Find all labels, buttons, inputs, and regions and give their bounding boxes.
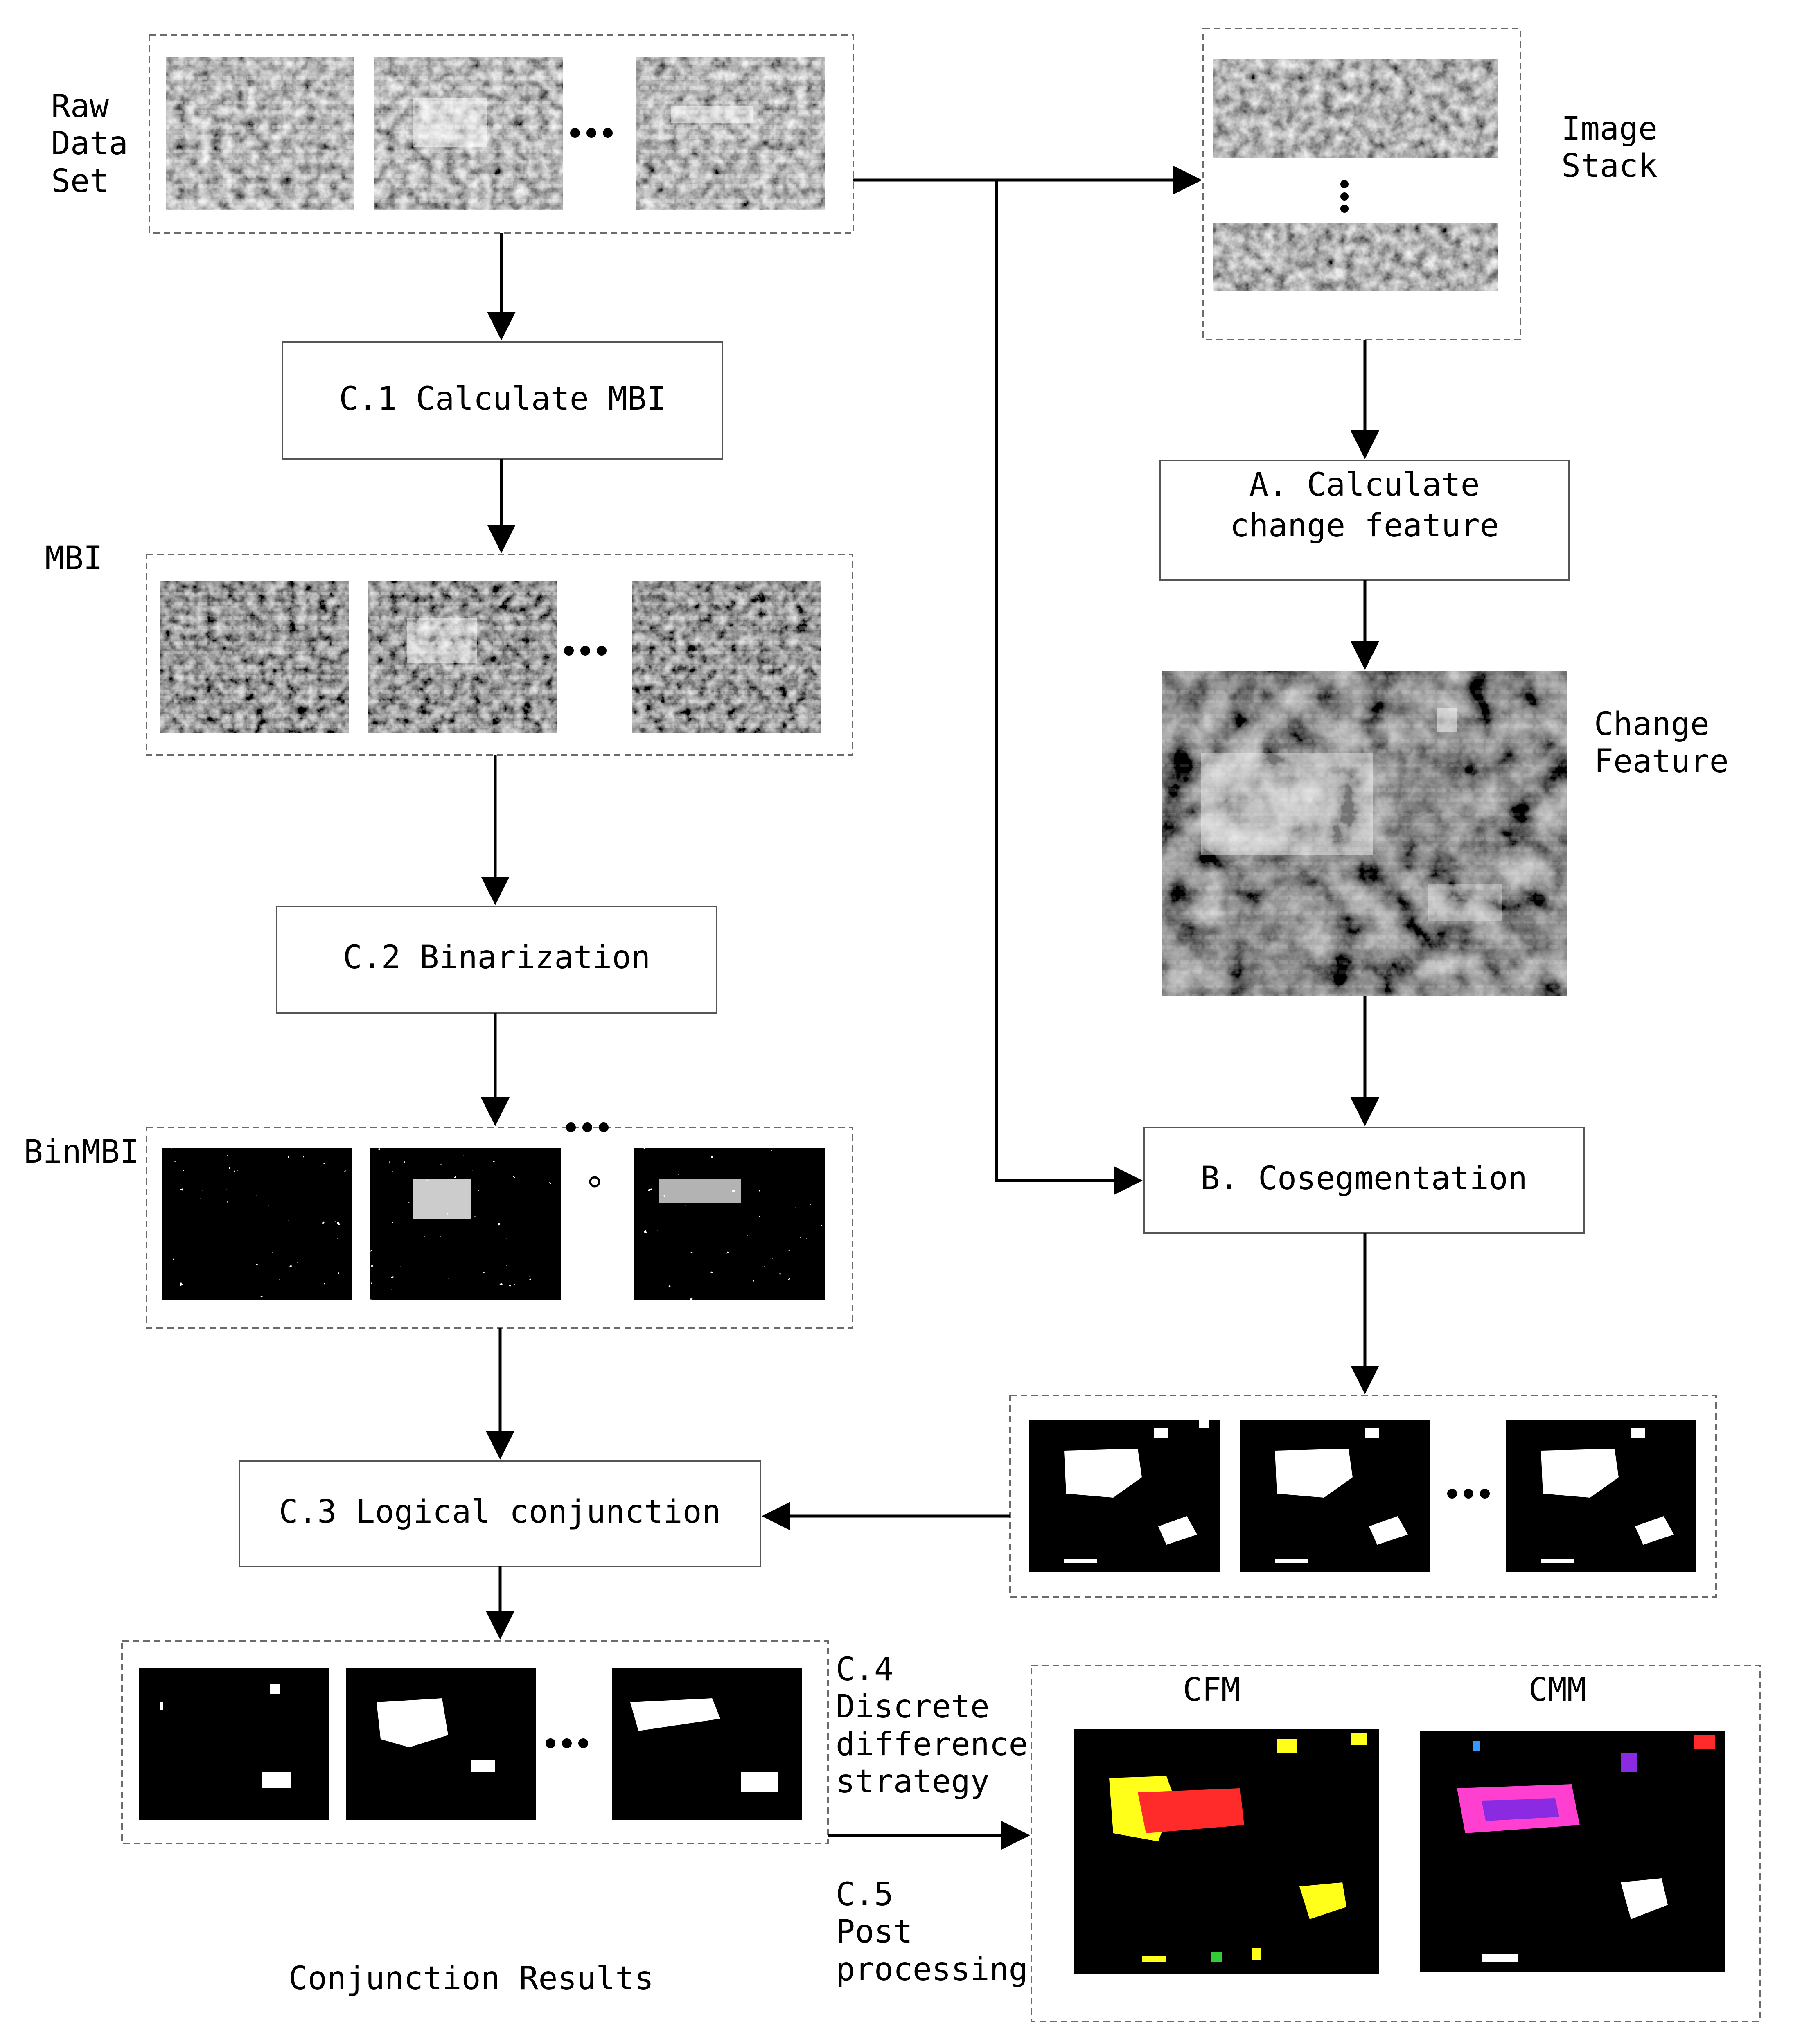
c1-box — [282, 341, 723, 460]
coseg-results-container — [1009, 1395, 1717, 1598]
mbi-label: MBI — [45, 540, 103, 577]
raw-data-set-label: Raw Data Set — [51, 88, 128, 200]
three-dots-icon — [546, 1738, 588, 1748]
c2-label: C.2 Binarization — [343, 939, 651, 976]
conjunction-results-label: Conjunction Results — [289, 1960, 654, 1997]
cfm-label: CFM — [1183, 1672, 1240, 1708]
c3-box — [239, 1460, 761, 1567]
conjunction-thumbnails — [139, 1668, 802, 1820]
small-circle-icon — [589, 1176, 600, 1188]
arrow-raw-to-coseg — [995, 180, 1143, 1195]
binmbi-thumbnails — [162, 1148, 825, 1300]
cmm-label: CMM — [1529, 1672, 1586, 1708]
raw-data-container — [149, 34, 854, 234]
image-stack-container — [1202, 28, 1521, 340]
b-box — [1143, 1127, 1585, 1234]
mbi-container — [146, 554, 853, 756]
maps-container — [1031, 1665, 1761, 2022]
mbi-thumbnails — [160, 581, 821, 733]
c2-box — [276, 906, 717, 1014]
a-box — [1159, 460, 1570, 581]
c1-label: C.1 Calculate MBI — [339, 381, 666, 417]
binmbi-label: BinMBI — [24, 1134, 139, 1170]
c3-label: C.3 Logical conjunction — [279, 1494, 721, 1530]
b-label: B. Cosegmentation — [1200, 1160, 1527, 1197]
image-stack-layers — [1213, 59, 1498, 291]
raw-thumbnails — [166, 57, 825, 210]
change-feature-label: Change Feature — [1594, 706, 1729, 780]
three-dots-icon — [570, 128, 613, 138]
coseg-thumbnails — [1029, 1420, 1696, 1572]
conjunction-results-container — [121, 1640, 829, 1844]
image-stack-label: Image Stack — [1561, 110, 1658, 185]
cmm-map — [1420, 1731, 1725, 1972]
three-dots-icon — [1447, 1489, 1490, 1499]
c5-label: C.5 Post processing — [836, 1876, 1028, 1988]
vertical-dots-icon — [1340, 180, 1349, 213]
c4-label: C.4 Discrete difference strategy — [836, 1651, 1028, 1800]
a-label-line2: change feature — [1230, 507, 1499, 544]
change-feature-image — [1162, 671, 1567, 996]
cfm-map — [1074, 1729, 1379, 1974]
a-label-line1: A. Calculate — [1249, 466, 1480, 503]
three-dots-icon — [564, 646, 607, 656]
three-dots-icon — [566, 1122, 609, 1132]
